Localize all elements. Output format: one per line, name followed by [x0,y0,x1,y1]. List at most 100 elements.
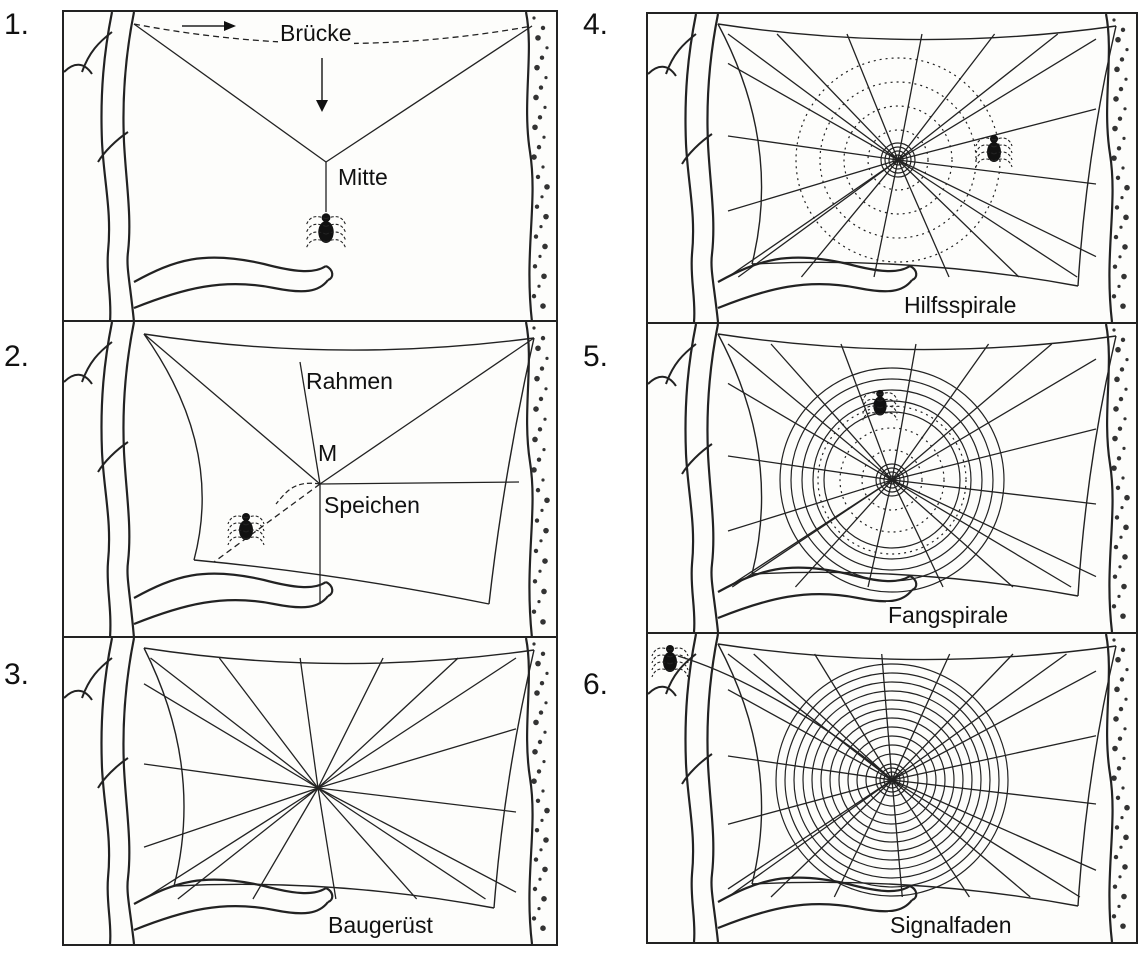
bark-texture-dot [1113,406,1119,412]
web-spoke [892,480,1071,587]
panel-number-3: 3. [4,658,29,692]
spider-leg [326,240,346,249]
bark-texture-dot [537,600,540,603]
branch-left-inner [707,14,718,322]
bark-texture-dot [545,357,548,360]
bark-texture-dot [543,214,549,220]
twig-left-b [648,377,676,386]
bark-texture-dot [541,478,544,481]
bark-texture-dot [1113,884,1117,888]
bark-texture-dot [1114,855,1118,859]
arrow-down-head [316,100,328,112]
web-spoke [253,788,318,899]
bark-texture-dot [544,808,550,814]
spider-body [873,397,886,416]
bark-texture-dot [534,234,538,238]
bark-texture-dot [535,35,541,41]
bark-texture-dot [1112,328,1115,331]
web-spoke [318,658,516,788]
bark-texture-dot [540,366,544,370]
bark-texture-dot [1118,426,1122,430]
bark-texture-dot [1112,914,1116,918]
bark-texture-dot [1114,545,1118,549]
web-spoke [728,160,898,277]
bark-texture-dot [1121,894,1127,900]
frame-thread-bottom [194,560,489,604]
label-m: M [316,440,339,466]
bark-texture-dot [540,56,544,60]
bark-texture-dot [539,848,542,851]
bark-texture-dot [1119,536,1122,539]
branch-bottom-tip [910,266,916,280]
bark-texture-dot [1120,816,1123,819]
bark-texture-dot [536,488,540,492]
bark-texture-dot [1123,727,1126,730]
bark-texture-dot [1122,864,1128,870]
bark-texture-dot [1112,436,1118,442]
bark-texture-dot [1124,78,1127,81]
bark-texture-dot [535,661,541,667]
web-spoke [898,160,1096,257]
branch-bottom-lower [134,902,328,930]
bark-texture-dot [533,579,537,583]
bark-texture-dot [543,731,546,734]
bark-right-edge [1106,14,1113,322]
bark-texture-dot [1115,37,1121,43]
bark-texture-dot [534,549,538,553]
bark-texture-dot [1114,377,1120,383]
bark-texture-dot [540,681,544,685]
bark-texture-dot [540,925,546,931]
bark-texture-dot [1112,294,1116,298]
branch-left-inner [707,634,718,942]
bark-texture-dot [1112,18,1115,21]
panel-number-5: 5. [583,340,608,374]
spoke-top-left [144,334,320,484]
bark-texture-dot [1120,57,1124,61]
bark-texture-dot [1121,786,1124,789]
web-spoke [728,160,898,211]
bark-texture-dot [538,740,542,744]
signal-thread [678,656,892,780]
branch-left-inner [707,324,718,632]
frame-thread-bottom [752,572,1078,596]
bark-texture-dot [532,642,535,645]
bark-texture-dot [538,427,542,431]
bark-texture-dot [1122,757,1125,760]
web-spoke [801,160,898,277]
branch-bottom-lower [134,280,328,308]
bark-texture-dot [540,619,546,625]
bark-texture-dot [539,710,543,714]
bark-texture-dot [1114,235,1118,239]
spider-path-thread [276,483,320,504]
web-spoke [318,658,383,788]
bark-texture-dot [1124,495,1130,501]
bark-texture-dot [1119,226,1122,229]
bark-texture-dot [1115,657,1121,663]
frame-thread-top [718,644,1116,660]
bark-texture-dot [542,867,548,873]
bark-texture-dot [1117,146,1121,150]
bark-texture-dot [543,528,549,534]
frame-thread-top [144,648,534,664]
bark-texture-dot [531,467,537,473]
spider-leg [246,537,264,545]
web-spoke [728,480,892,531]
branch-bottom-upper [134,880,326,904]
spoke-top-right [320,338,534,484]
bark-texture-dot [532,326,535,329]
web-spoke [892,480,1096,577]
bark-texture-dot [1115,205,1119,209]
bark-texture-dot [545,672,548,675]
bark-texture-dot [537,145,541,149]
bark-texture-dot [1118,875,1121,878]
bark-texture-dot [540,819,543,822]
web-spoke [898,160,1077,277]
bark-texture-dot [534,857,538,861]
bark-texture-dot [1113,716,1119,722]
bark-texture-dot [1120,613,1126,619]
branch-left-outer [685,324,696,632]
panel-5-capture-spiral: Fangspirale [646,322,1138,634]
web-spoke [898,39,1096,160]
bark-texture-dot [1118,255,1121,258]
branch-bottom-lower [718,900,912,928]
